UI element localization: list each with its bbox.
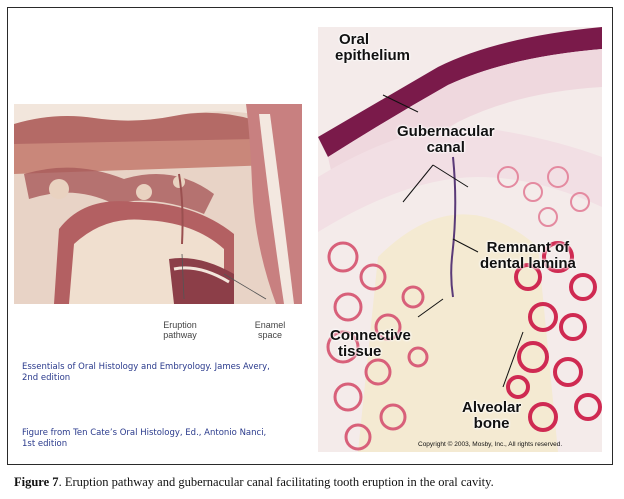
histology-image-gubernacular-canal [318, 27, 602, 452]
figure-caption: Figure 7. Eruption pathway and gubernacu… [14, 475, 614, 490]
credit-avery: Essentials of Oral Histology and Embryol… [22, 362, 270, 383]
credit-ten-cate: Figure from Ten Cate’s Oral Histology, E… [22, 428, 267, 449]
histology-image-eruption-pathway [14, 104, 302, 304]
copyright-note: Copyright © 2003, Mosby, Inc., All right… [418, 441, 563, 448]
caption-label: Figure 7 [14, 475, 59, 489]
caption-text: . Eruption pathway and gubernacular cana… [58, 475, 494, 489]
